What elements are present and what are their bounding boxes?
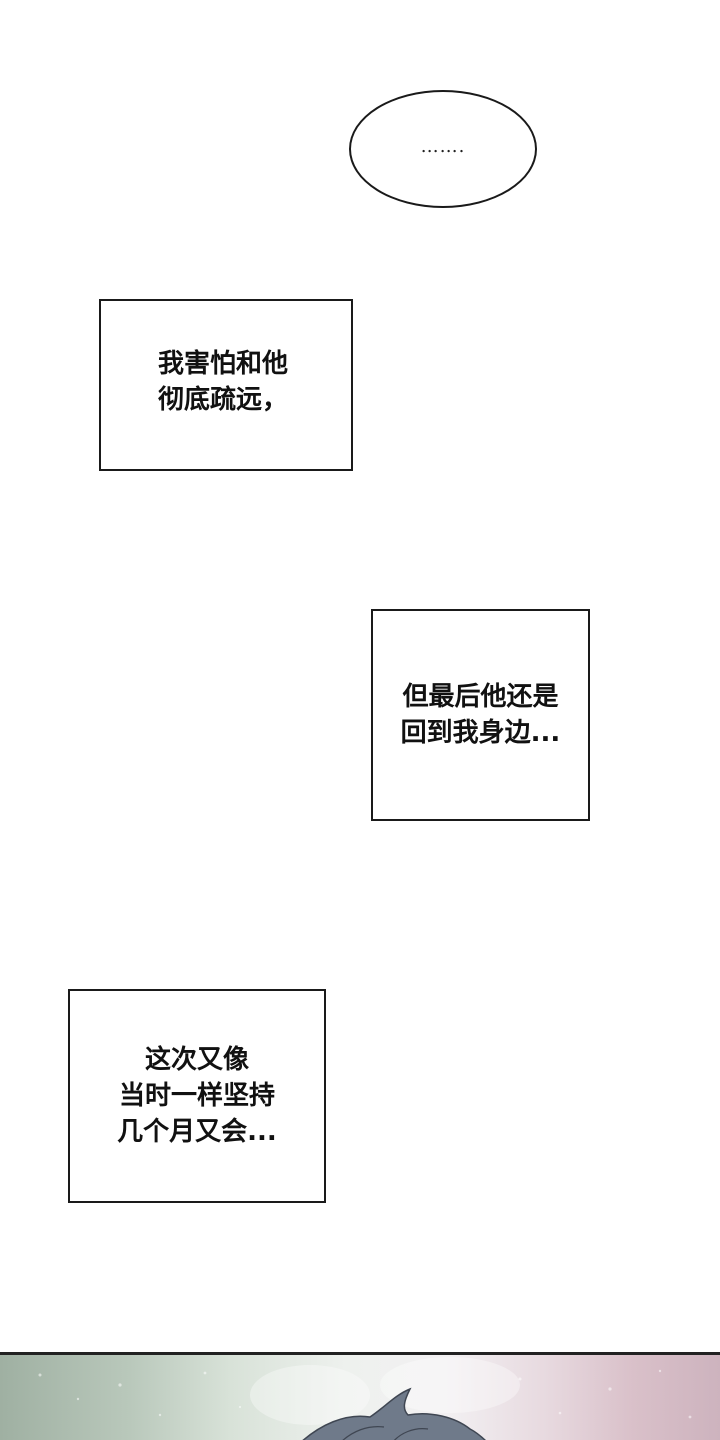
hair-silhouette	[302, 1387, 487, 1440]
narration-line: 彻底疏远，	[157, 385, 288, 415]
narration-line: 当时一样坚持	[118, 1081, 275, 1111]
bokeh-blobs	[250, 1357, 520, 1425]
narration-line: 但最后他还是	[402, 682, 559, 712]
narration-line: 几个月又会...	[117, 1117, 277, 1147]
narration-line: 回到我身边...	[400, 718, 561, 748]
speech-bubble-text: …….	[420, 135, 466, 157]
narration-box-1: 我害怕和他 彻底疏远，	[99, 299, 353, 471]
panel-artwork	[38, 1357, 692, 1440]
narration-line: 我害怕和他	[157, 349, 288, 379]
sparkle-dots	[38, 1369, 692, 1419]
narration-box-3: 这次又像 当时一样坚持 几个月又会...	[68, 989, 326, 1203]
next-comic-panel	[0, 1352, 720, 1440]
narration-box-2: 但最后他还是 回到我身边...	[371, 609, 590, 821]
narration-line: 这次又像	[144, 1045, 249, 1075]
speech-bubble: …….	[349, 90, 537, 208]
